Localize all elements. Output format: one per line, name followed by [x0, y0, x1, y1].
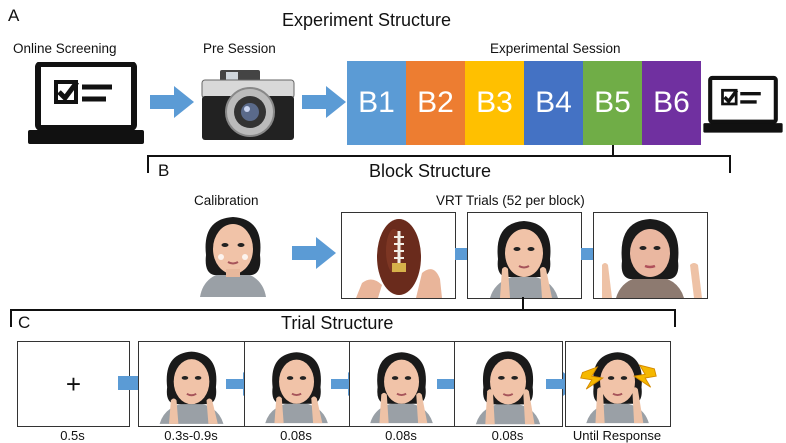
- trial-structure-title: Trial Structure: [281, 313, 394, 333]
- arrow-right-icon: [292, 237, 336, 269]
- face-with-fingers-image: [159, 351, 224, 424]
- face-with-fingers-image: [475, 351, 541, 425]
- block-bracket: [147, 155, 731, 173]
- block-b3: B3: [465, 61, 524, 145]
- football-image: [356, 219, 442, 298]
- online-screening-label: Online Screening: [13, 41, 117, 56]
- face-stimulus-frame: [467, 212, 582, 299]
- panel-c-letter: C: [18, 313, 31, 332]
- lightning-icon: [632, 364, 657, 388]
- experimental-session-label: Experimental Session: [490, 41, 621, 56]
- panel-a-letter: A: [8, 6, 20, 25]
- laptop-checklist-icon: [28, 62, 144, 144]
- fixation-frame: +: [17, 341, 130, 427]
- face-with-fingers-image: [490, 221, 558, 298]
- fixation-cross: +: [65, 368, 82, 399]
- face-with-fingers-image: [602, 219, 702, 298]
- football-stimulus-frame: [341, 212, 456, 299]
- timing-label: 0.08s: [491, 428, 524, 443]
- block-b5: B5: [583, 61, 642, 145]
- lightning-icon: [580, 366, 605, 390]
- block-b2: B2: [406, 61, 465, 145]
- block-b1: B1: [347, 61, 406, 145]
- block-b4: B4: [524, 61, 583, 145]
- timing-label: 0.08s: [385, 428, 417, 443]
- face-with-fingers-image: [580, 352, 657, 424]
- face-stimulus-frame: [593, 212, 708, 299]
- calibration-label: Calibration: [194, 193, 259, 208]
- block-b6: B6: [642, 61, 701, 145]
- trial-face-frame: [454, 341, 563, 427]
- calibration-face-image: [200, 217, 266, 297]
- timing-label: Until Response: [572, 428, 662, 443]
- arrow-right-icon: [302, 86, 346, 118]
- arrow-right-icon: [150, 86, 194, 118]
- experiment-structure-title: Experiment Structure: [282, 10, 452, 30]
- face-with-fingers-image: [370, 352, 433, 424]
- trial-face-frame: [138, 341, 246, 427]
- vrt-trials-label: VRT Trials (52 per block): [436, 193, 585, 208]
- connector-line: [612, 145, 614, 156]
- block-structure-title: Block Structure: [369, 161, 492, 181]
- face-with-fingers-image: [265, 352, 328, 424]
- timing-label: 0.08s: [280, 428, 312, 443]
- connector-line: [522, 297, 524, 310]
- pre-session-label: Pre Session: [203, 41, 276, 56]
- trial-response-frame: [565, 341, 671, 427]
- panel-b-letter: B: [158, 161, 170, 180]
- trial-bracket: [10, 309, 676, 327]
- camera-icon: [201, 70, 295, 140]
- timing-label: 0.3s-0.9s: [164, 428, 218, 443]
- timing-label: 0.5s: [60, 428, 85, 443]
- laptop-checklist-icon: [703, 75, 783, 133]
